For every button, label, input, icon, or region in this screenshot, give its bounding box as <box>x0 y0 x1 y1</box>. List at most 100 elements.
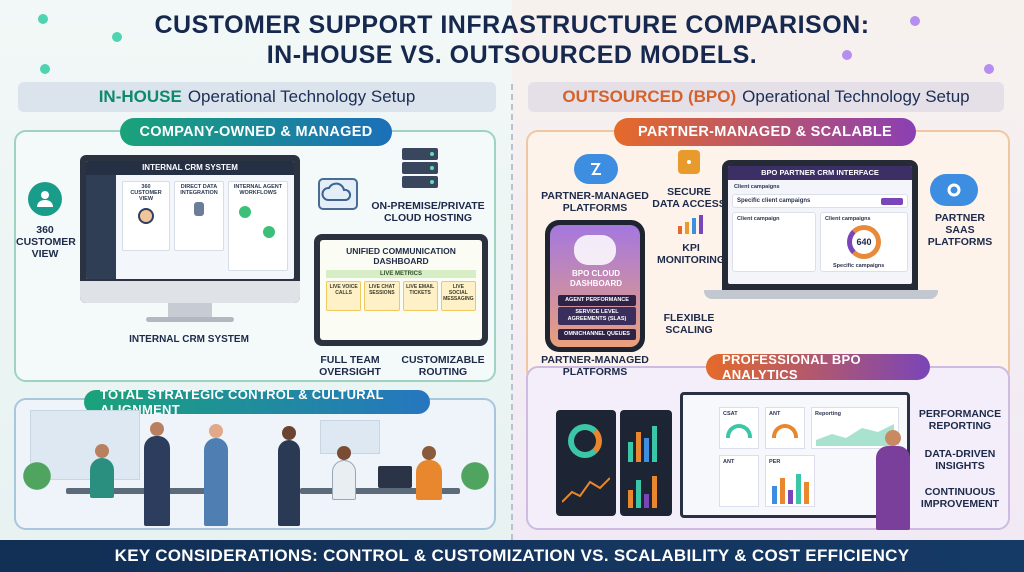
reporting-area-chart <box>816 424 894 446</box>
bpo-header-emphasis: OUTSOURCED (BPO) <box>562 87 737 106</box>
presenter-head <box>885 430 901 446</box>
lock-icon <box>678 150 700 174</box>
live-chat-cell: LIVE CHAT SESSIONS <box>364 281 400 311</box>
crm-caption: INTERNAL CRM SYSTEM <box>129 334 249 345</box>
bar-chart <box>628 426 657 462</box>
page-title: CUSTOMER SUPPORT INFRASTRUCTURE COMPARIS… <box>0 10 1024 70</box>
laptop-subtitle: Client campaigns <box>734 184 780 190</box>
agent-person <box>204 438 228 526</box>
kpi-monitoring-label: KPI MONITORING <box>656 242 726 266</box>
client-campaigns-label: Client campaigns <box>825 216 871 222</box>
bpo-laptop: BPO PARTNER CRM INTERFACE Client campaig… <box>722 160 918 290</box>
agent-head <box>422 446 436 460</box>
laptop-base <box>704 290 938 299</box>
network-node <box>984 64 994 74</box>
phone-title: BPO CLOUD DASHBOARD <box>570 269 622 288</box>
network-node <box>842 50 852 60</box>
crm-card-data-integration: DIRECT DATA INTEGRATION <box>174 181 224 251</box>
dashboard-title: UNIFIED COMMUNICATION DASHBOARD <box>346 246 456 266</box>
saas-platforms-label: PARTNER SaaS PLATFORMS <box>927 212 993 248</box>
campaign-search-text: Specific client campaigns <box>737 198 811 204</box>
wall-chart <box>320 420 380 454</box>
client-campaign-card: Client campaign <box>732 212 816 272</box>
presenter-person <box>876 446 910 530</box>
campaign-search-bar[interactable]: Specific client campaigns <box>732 194 908 208</box>
per-bar-chart <box>772 474 809 504</box>
crm-card-customer-view: 360 CUSTOMER VIEW <box>122 181 170 251</box>
agent-head <box>337 446 351 460</box>
data-insights-label: DATA-DRIVEN INSIGHTS <box>924 448 996 472</box>
hosting-label: ON-PREMISE/PRIVATE CLOUD HOSTING <box>371 200 485 224</box>
crm-screen: INTERNAL CRM SYSTEM 360 CUSTOMER VIEW DI… <box>86 161 294 279</box>
cloud-chart-icon <box>574 235 616 265</box>
customer-group-icon <box>28 182 62 216</box>
full-team-label: FULL TEAM OVERSIGHT <box>319 354 381 378</box>
plant-icon <box>22 456 52 506</box>
gear-cloud-icon <box>930 174 978 206</box>
monitor-base <box>146 317 234 322</box>
campaign-gauge: 640 <box>847 225 881 259</box>
manager-person <box>144 436 170 526</box>
client-campaign-label: Client campaign <box>737 216 780 222</box>
trend-line-chart <box>562 477 610 503</box>
csat-label: CSAT <box>723 411 738 417</box>
network-node <box>910 16 920 26</box>
omnichannel-row: OMNICHANNEL QUEUES <box>558 329 636 340</box>
inhouse-section-header: IN-HOUSE Operational Technology Setup <box>18 82 496 112</box>
section-divider <box>511 84 513 540</box>
gauge-caption: Specific campaigns <box>833 263 885 269</box>
crm-title: INTERNAL CRM SYSTEM <box>86 161 294 175</box>
inhouse-header-emphasis: IN-HOUSE <box>98 87 182 106</box>
continuous-improvement-label: CONTINUOUS IMPROVEMENT <box>920 486 1000 510</box>
donut-chart <box>568 424 602 458</box>
title-line-1: CUSTOMER SUPPORT INFRASTRUCTURE COMPARIS… <box>154 11 870 39</box>
office-team-illustration <box>20 410 490 526</box>
agent-head <box>282 426 296 440</box>
bar-chart <box>628 476 657 508</box>
desk-monitor <box>378 466 412 488</box>
avatar <box>138 208 154 224</box>
bpo-header-text: Operational Technology Setup <box>742 87 970 106</box>
phone-screen: BPO CLOUD DASHBOARD AGENT PERFORMANCE SE… <box>550 225 640 347</box>
monitor-chin <box>80 281 300 303</box>
network-node <box>38 14 48 24</box>
key-considerations-bar: KEY CONSIDERATIONS: CONTROL & CUSTOMIZAT… <box>0 540 1024 572</box>
cloud-icon <box>574 154 618 184</box>
ant-bars-label: ANT <box>723 459 735 465</box>
inhouse-header-text: Operational Technology Setup <box>187 87 416 106</box>
csat-gauge <box>726 424 752 438</box>
bpo-phone: BPO CLOUD DASHBOARD AGENT PERFORMANCE SE… <box>545 220 645 352</box>
analytics-monitor-main: CSAT ANT Reporting ANT PER <box>680 392 910 518</box>
search-button[interactable] <box>881 198 903 205</box>
ant-bars-card: ANT <box>719 455 759 507</box>
agent-performance-row: AGENT PERFORMANCE <box>558 295 636 306</box>
database-icon <box>194 202 204 216</box>
crm-card-label: DIRECT DATA INTEGRATION <box>180 184 218 196</box>
tablet-screen: UNIFIED COMMUNICATION DASHBOARD LIVE MET… <box>320 240 482 340</box>
per-card: PER <box>765 455 815 507</box>
client-campaigns-card: Client campaigns 640 Specific campaigns <box>820 212 908 272</box>
agent-head <box>95 444 109 458</box>
platforms-top-label: PARTNER-MANAGED PLATFORMS <box>541 190 649 214</box>
live-voice-cell: LIVE VOICE CALLS <box>326 281 362 311</box>
performance-reporting-label: PERFORMANCE REPORTING <box>918 408 1002 432</box>
plant-icon <box>460 456 490 506</box>
secure-access-label: SECURE DATA ACCESS <box>652 186 726 210</box>
server-stack-icon <box>402 148 438 190</box>
desk <box>300 488 460 494</box>
cloud-lock-icon <box>318 178 358 210</box>
crm-card-label: INTERNAL AGENT WORKFLOWS <box>233 184 283 196</box>
agent-person <box>332 460 356 500</box>
laptop-title: BPO PARTNER CRM INTERFACE <box>728 166 912 180</box>
crm-card-agent-workflows: INTERNAL AGENT WORKFLOWS <box>228 181 288 271</box>
total-control-pill: TOTAL STRATEGIC CONTROL & CULTURAL ALIGN… <box>84 387 430 417</box>
live-metrics-label: LIVE METRICS <box>326 270 476 278</box>
bpo-section-header: OUTSOURCED (BPO) Operational Technology … <box>528 82 1004 112</box>
customer-view-label: 360 CUSTOMER VIEW <box>16 224 76 260</box>
check-icon <box>263 226 275 238</box>
agent-person <box>90 458 114 498</box>
reporting-card: Reporting <box>811 407 899 449</box>
flexible-scaling-label: FLEXIBLE SCALING <box>663 312 715 336</box>
per-label: PER <box>769 459 781 465</box>
manager-head <box>150 422 164 436</box>
